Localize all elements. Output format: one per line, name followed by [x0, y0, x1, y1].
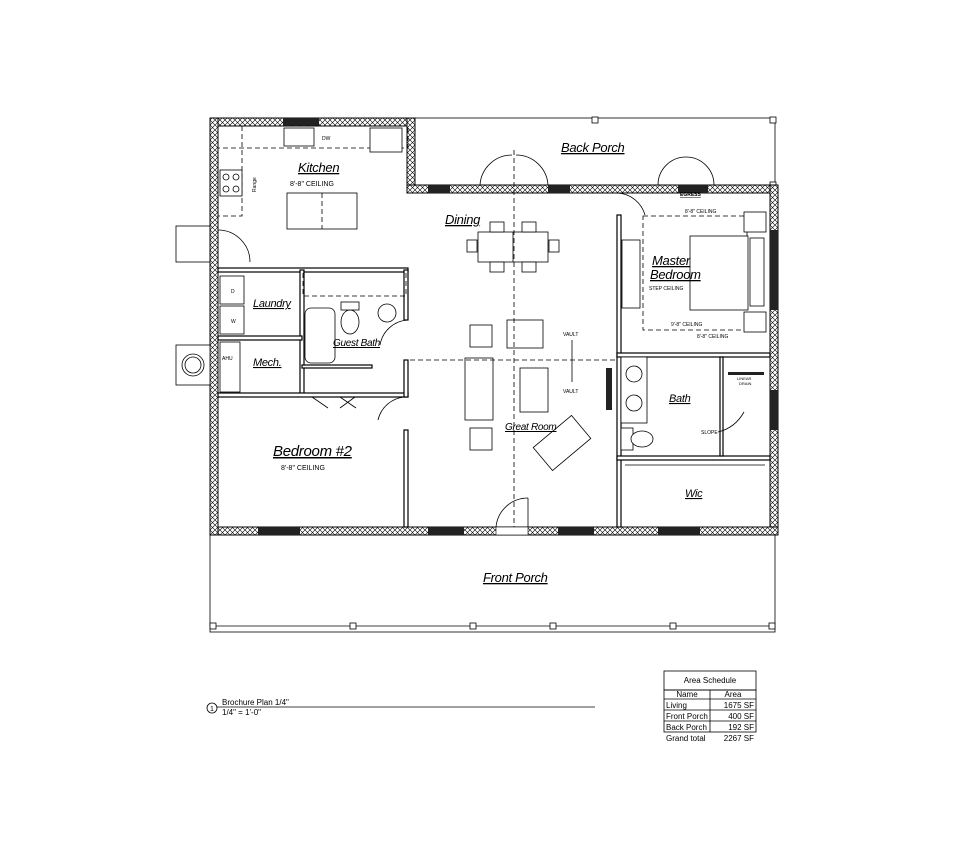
schedule-title: Area Schedule — [684, 676, 737, 685]
schedule-header-name: Name — [676, 690, 698, 699]
front-porch — [209, 534, 776, 633]
schedule-header-area: Area — [725, 690, 742, 699]
label-back-porch: Back Porch — [561, 140, 625, 155]
label-laundry: Laundry — [253, 298, 292, 310]
label-washer: W — [231, 319, 236, 325]
label-master-ceiling-bottom: 8'-8" CEILING — [697, 334, 728, 340]
label-guest-bath: Guest Bath — [333, 338, 381, 349]
label-vault-top: VAULT — [563, 332, 578, 338]
label-egress: EGRESS — [680, 192, 702, 198]
label-dining: Dining — [445, 212, 481, 227]
label-dw: DW — [322, 136, 331, 142]
label-vault-bottom: VAULT — [563, 389, 578, 395]
label-kitchen-ceiling: 8'-8" CEILING — [290, 181, 334, 188]
furniture — [410, 150, 617, 527]
view-title: 1 Brochure Plan 1/4" 1/4" = 1'-0" — [206, 698, 595, 717]
view-number: 1 — [210, 706, 214, 713]
label-bedroom2-ceiling: 8'-8" CEILING — [281, 465, 325, 472]
schedule-total-area: 2267 SF — [724, 734, 754, 743]
label-master-ceiling-top: 8'-8" CEILING — [685, 209, 716, 215]
label-kitchen: Kitchen — [298, 160, 339, 175]
label-mech: Mech. — [253, 357, 281, 369]
view-scale: 1/4" = 1'-0" — [222, 708, 261, 717]
view-title-text: Brochure Plan 1/4" — [222, 698, 289, 707]
label-great-room: Great Room — [505, 422, 556, 433]
label-linear-drain-1: LINEAR — [737, 376, 752, 381]
schedule-row-area: 192 SF — [728, 723, 754, 732]
label-dryer: D — [231, 289, 235, 295]
label-master-ceiling-mid: 9'-8" CEILING — [671, 322, 702, 328]
exterior-walls — [209, 117, 779, 536]
kitchen-fixtures — [217, 125, 409, 393]
schedule-total-name: Grand total — [666, 734, 706, 743]
schedule-row-area: 1675 SF — [724, 701, 754, 710]
label-slope: SLOPE — [701, 430, 718, 436]
label-bedroom2: Bedroom #2 — [273, 443, 353, 460]
area-schedule: Area Schedule Name Area Living 1675 SF F… — [663, 670, 757, 743]
schedule-row-area: 400 SF — [728, 712, 754, 721]
schedule-row-name: Living — [666, 701, 687, 710]
label-wic: Wic — [685, 488, 703, 500]
label-master-2: Bedroom — [650, 267, 701, 282]
schedule-row-name: Back Porch — [666, 723, 707, 732]
label-range: Range — [252, 177, 258, 192]
label-linear-drain-2: DRAIN — [739, 381, 752, 386]
label-step-ceiling: STEP CEILING — [649, 286, 683, 292]
bump-outs — [175, 225, 251, 386]
label-bath: Bath — [669, 393, 691, 405]
room-labels: Kitchen 8'-8" CEILING Range DW Dining Ba… — [222, 136, 752, 585]
master-fixtures — [620, 211, 767, 466]
schedule-row-name: Front Porch — [666, 712, 708, 721]
interior-walls — [217, 154, 771, 528]
label-front-porch: Front Porch — [483, 570, 548, 585]
label-master-1: Master — [652, 253, 691, 268]
label-ahu: AHU — [222, 356, 233, 362]
